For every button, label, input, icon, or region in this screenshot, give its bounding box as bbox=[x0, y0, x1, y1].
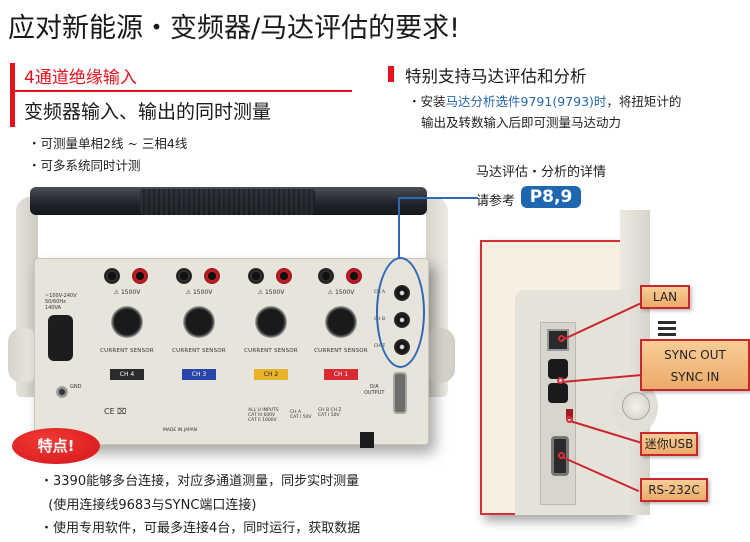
reference-label: 马达评估・分析的详情 bbox=[476, 165, 607, 180]
channel-tag: CH 4 bbox=[110, 369, 144, 380]
channel-3-block: ⚠ 1500V CURRENT SENSOR CH 3 bbox=[166, 268, 232, 388]
voltage-jack-black bbox=[248, 268, 264, 284]
feature-item: ・3390能够多台连接，对应多通道测量，同步实时测量 bbox=[40, 474, 360, 489]
current-sensor-label: CURRENT SENSOR bbox=[100, 348, 154, 354]
voltage-rating: ⚠ 1500V bbox=[257, 289, 285, 296]
handle-hinge-right bbox=[425, 328, 455, 383]
handle-hinge-left bbox=[8, 328, 38, 383]
current-sensor-label: CURRENT SENSOR bbox=[314, 348, 368, 354]
motor-bullet-suffix: ，将扭矩计的 bbox=[606, 94, 682, 109]
voltage-jack-red bbox=[132, 268, 148, 284]
instrument-foot bbox=[360, 432, 374, 448]
power-inlet bbox=[48, 315, 73, 361]
motor-bullet-prefix: ・安装 bbox=[408, 94, 446, 109]
channel-1-block: ⚠ 1500V CURRENT SENSOR CH 1 bbox=[308, 268, 374, 388]
motor-input-highlight bbox=[376, 257, 425, 368]
feature-item: (使用连接线9683与SYNC端口连接) bbox=[40, 498, 257, 513]
channel-4-block: ⚠ 1500V CURRENT SENSOR CH 4 bbox=[94, 268, 160, 388]
voltage-jack-black bbox=[104, 268, 120, 284]
callout-line bbox=[398, 197, 400, 258]
features-badge: 特点! bbox=[12, 428, 100, 464]
vent-slot bbox=[658, 327, 676, 330]
voltage-jack-red bbox=[204, 268, 220, 284]
section-heading: 变频器输入、输出的同时测量 bbox=[24, 101, 272, 123]
feature-item: ・使用专用软件，可最多连接4台，同时运行，获取数据 bbox=[40, 521, 361, 536]
rs232c-tag: RS-232C bbox=[640, 478, 708, 502]
current-sensor-label: CURRENT SENSOR bbox=[172, 348, 226, 354]
current-sensor-connector bbox=[111, 306, 143, 338]
gnd-label: GND bbox=[70, 384, 82, 390]
voltage-jack-red bbox=[276, 268, 292, 284]
motor-bullet-line2: 输出及转数输入后即可测量马达动力 bbox=[421, 115, 622, 130]
ce-mark: CE ⌧ bbox=[104, 407, 127, 416]
voltage-jack-black bbox=[318, 268, 334, 284]
section-accent-bar bbox=[10, 63, 15, 127]
da-output-connector bbox=[393, 372, 407, 414]
voltage-jack-black bbox=[176, 268, 192, 284]
channel-tag: CH 3 bbox=[182, 369, 216, 380]
current-sensor-connector bbox=[325, 306, 357, 338]
motor-option-link[interactable]: 马达分析选件9791(9793)时 bbox=[445, 94, 607, 109]
sync-tag: SYNC OUT SYNC IN bbox=[640, 339, 750, 391]
reference-see: 请参考 bbox=[476, 194, 516, 209]
section-accent-bar bbox=[388, 66, 394, 82]
channel-tag: CH 2 bbox=[254, 369, 288, 380]
da-output-label: D/A OUTPUT bbox=[364, 384, 385, 396]
voltage-rating: ⚠ 1500V bbox=[185, 289, 213, 296]
power-rating-label: ~100V-240V 50/60Hz 140VA bbox=[45, 293, 77, 311]
channel-2-block: ⚠ 1500V CURRENT SENSOR CH 2 bbox=[238, 268, 304, 388]
section-divider bbox=[10, 90, 352, 92]
section-heading: 特别支持马达评估和分析 bbox=[405, 67, 587, 86]
page-title: 应对新能源・变频器/马达评估的要求! bbox=[8, 13, 460, 44]
current-sensor-connector bbox=[255, 306, 287, 338]
hinge-cap bbox=[622, 392, 650, 420]
bullet-item: ・可多系统同时计测 bbox=[28, 158, 141, 173]
section-heading-red: 4通道绝缘输入 bbox=[24, 68, 137, 88]
callout-line bbox=[398, 197, 478, 199]
handle-grip-texture bbox=[140, 189, 315, 215]
sync-out-label: SYNC OUT bbox=[664, 348, 726, 362]
sync-in-port bbox=[548, 383, 568, 403]
voltage-rating: ⚠ 1500V bbox=[327, 289, 355, 296]
vent-slot bbox=[658, 333, 676, 336]
mini-usb-port bbox=[566, 409, 573, 419]
current-sensor-label: CURRENT SENSOR bbox=[244, 348, 298, 354]
vent-slot bbox=[658, 321, 676, 324]
motor-bullet: ・安装马达分析选件9791(9793)时，将扭矩计的 bbox=[408, 91, 681, 110]
callout-dot bbox=[566, 416, 573, 423]
mini-usb-tag: 迷你USB bbox=[640, 432, 698, 456]
page-reference-badge[interactable]: P8,9 bbox=[521, 186, 581, 208]
bnc-label: CH Z bbox=[374, 344, 386, 349]
sync-in-label: SYNC IN bbox=[670, 370, 720, 384]
bullet-item: ・可测量单相2线 ~ 三相4线 bbox=[28, 136, 188, 151]
channel-tag: CH 1 bbox=[324, 369, 358, 380]
cat-rating-label: ALL U INPUTS CAT III 600V CAT II 1000V bbox=[248, 408, 279, 423]
callout-dot bbox=[558, 452, 565, 459]
cat-rating-label: CH B CH Z CAT I 50V bbox=[318, 408, 342, 418]
current-sensor-connector bbox=[183, 306, 215, 338]
cat-rating-label: CH A CAT I 50V bbox=[290, 410, 312, 420]
callout-dot bbox=[558, 335, 565, 342]
voltage-rating: ⚠ 1500V bbox=[113, 289, 141, 296]
gnd-terminal bbox=[56, 386, 68, 398]
instrument-rear-panel bbox=[34, 258, 429, 445]
made-in-label: MADE IN JAPAN bbox=[163, 428, 198, 433]
lan-tag: LAN bbox=[640, 285, 690, 309]
sync-out-port bbox=[548, 359, 568, 379]
callout-dot bbox=[557, 377, 564, 384]
voltage-jack-red bbox=[346, 268, 362, 284]
